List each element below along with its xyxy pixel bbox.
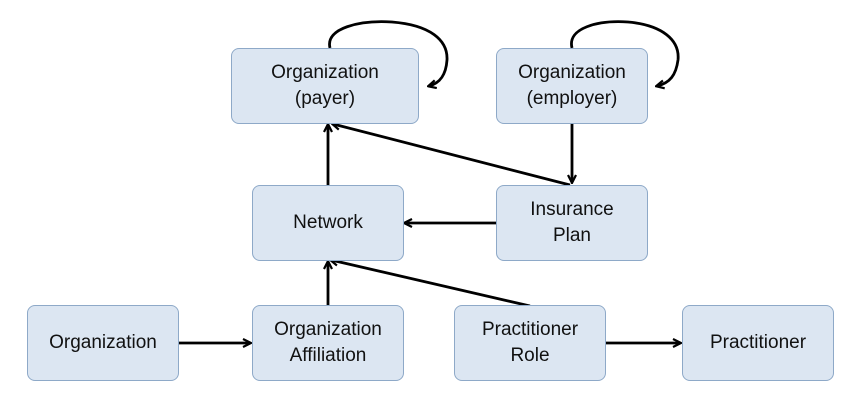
node-organization-affiliation: Organization Affiliation: [252, 305, 404, 381]
node-organization-affiliation-label: Organization Affiliation: [274, 319, 382, 366]
node-insurance-plan: Insurance Plan: [496, 185, 648, 261]
node-practitioner-role-label: Practitioner Role: [481, 319, 579, 366]
node-practitioner-role: Practitioner Role: [454, 305, 606, 381]
edge-insurance-plan-to-payer: [333, 124, 571, 187]
edge-practitioner-role-to-network: [331, 260, 531, 308]
node-practitioner: Practitioner: [682, 305, 834, 381]
node-organization-payer-label: Organization (payer): [271, 62, 379, 109]
node-organization-employer: Organization (employer): [496, 48, 648, 124]
self-loop-org-payer: [328, 20, 449, 86]
node-organization-employer-label: Organization (employer): [518, 62, 626, 109]
node-network-label: Network: [293, 212, 363, 233]
node-organization-payer: Organization (payer): [231, 48, 419, 124]
node-practitioner-label: Practitioner: [709, 332, 807, 353]
node-insurance-plan-label: Insurance Plan: [530, 199, 614, 246]
node-organization: Organization: [27, 305, 179, 381]
node-network: Network: [252, 185, 404, 261]
node-organization-label: Organization: [49, 332, 157, 353]
self-loop-org-employer: [570, 20, 680, 86]
